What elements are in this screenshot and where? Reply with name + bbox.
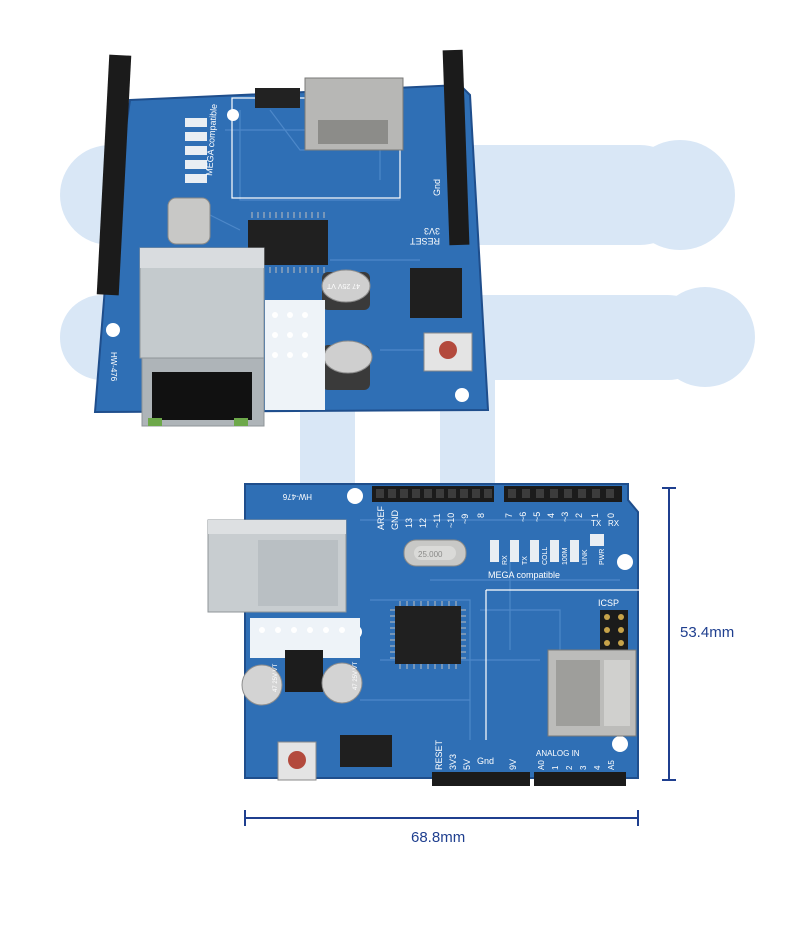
bottom-capacitors	[241, 662, 363, 706]
analog-pin-label: A0	[537, 760, 546, 770]
top-crystal	[167, 197, 211, 245]
bottom-sd-slot	[547, 649, 637, 737]
top-gnd-label: Gnd	[432, 179, 442, 196]
dimension-width	[244, 810, 639, 826]
top-right-header	[442, 49, 470, 246]
top-model-label: HW-476	[109, 352, 118, 382]
analog-pin-label: 3	[579, 765, 588, 770]
top-capacitor-label: 47 25V VT	[326, 282, 360, 289]
bottom-crystal-label: 25.000	[418, 550, 443, 559]
digital-pin-label: 7	[504, 513, 514, 518]
bottom-digital-header-right	[504, 486, 622, 502]
top-rj45-jack	[139, 247, 265, 427]
analog-pin-label: 2	[565, 765, 574, 770]
power-pin-label: Gnd	[477, 756, 494, 766]
led-label: LINK	[582, 549, 589, 565]
digital-pin-label: ~10	[446, 513, 456, 528]
bottom-power-header	[432, 772, 530, 786]
bottom-regulator	[285, 650, 323, 692]
bottom-board: HW-476 25.000 MEGA compatible ICSP ANALO…	[207, 483, 640, 786]
bottom-small-ic	[340, 735, 392, 767]
bottom-tx-label: TX	[591, 519, 602, 528]
bottom-model-label: HW-476	[282, 492, 312, 501]
dimension-height	[662, 487, 676, 781]
digital-pin-label: 0	[606, 513, 616, 518]
digital-pin-label: 4	[546, 513, 556, 518]
analog-pin-label: 4	[593, 765, 602, 770]
top-board: MEGA compatible RESET 3V3 Gnd HW-476 47 …	[93, 49, 490, 427]
top-reset-button	[423, 332, 473, 372]
top-small-ic	[410, 268, 462, 318]
led-label: RX	[502, 555, 509, 565]
power-pin-label: RESET	[434, 739, 444, 770]
digital-pin-label: ~6	[518, 512, 528, 522]
digital-pin-label: 13	[404, 518, 414, 528]
bottom-capacitor-label-2: 47 25V VT	[353, 661, 359, 690]
analog-pin-label: A5	[607, 760, 616, 770]
top-capacitors	[321, 269, 373, 390]
digital-pin-label: ~5	[532, 512, 542, 522]
digital-pin-label: 1	[590, 513, 600, 518]
top-reset-label: RESET	[409, 236, 440, 246]
bottom-analog-header	[534, 772, 626, 786]
digital-pin-label: 12	[418, 518, 428, 528]
led-label: 100M	[562, 547, 569, 565]
digital-pin-label: 2	[574, 513, 584, 518]
digital-pin-label: GND	[390, 510, 400, 531]
top-v33-label: 3V3	[424, 226, 440, 236]
bottom-ethernet-chip	[395, 606, 461, 664]
digital-pin-label: ~11	[432, 513, 442, 528]
digital-pin-label: ~3	[560, 512, 570, 522]
bottom-analog-label: ANALOG IN	[536, 749, 580, 758]
height-dimension-label: 53.4mm	[680, 624, 735, 641]
digital-pin-label: ~9	[460, 514, 470, 524]
top-left-header	[96, 54, 132, 296]
power-pin-label: 9V	[508, 759, 518, 770]
digital-pin-label: AREF	[376, 505, 386, 530]
bottom-leds	[490, 534, 604, 562]
led-label: PWR	[599, 549, 606, 565]
led-label: COLL	[542, 547, 549, 565]
bottom-capacitor-label-1: 47 25V VT	[273, 663, 279, 692]
led-label: TX	[522, 556, 529, 565]
width-dimension-label: 68.8mm	[411, 829, 466, 846]
bottom-rj45-jack	[207, 519, 347, 613]
bottom-rx-label: RX	[608, 519, 620, 528]
power-pin-label: 3V3	[448, 754, 458, 770]
bottom-icsp-label: ICSP	[598, 598, 619, 608]
bottom-mega-label: MEGA compatible	[488, 570, 560, 580]
analog-pin-label: 1	[551, 765, 560, 770]
power-pin-label: 5V	[462, 759, 472, 770]
digital-pin-label: 8	[476, 513, 486, 518]
